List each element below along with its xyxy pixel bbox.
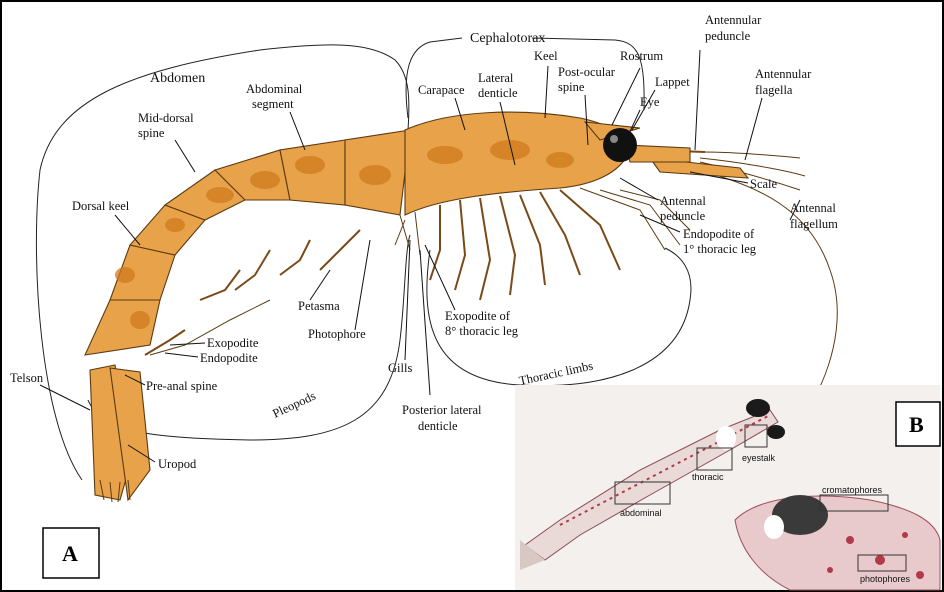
- lappet-label: Lappet: [655, 75, 690, 89]
- eyestalk-label: eyestalk: [742, 453, 776, 463]
- carapace-label: Carapace: [418, 83, 465, 97]
- pleopods-label: Pleopods: [270, 389, 318, 421]
- svg-text:segment: segment: [252, 97, 294, 111]
- antennal-peduncle-label: Antennal: [660, 194, 706, 208]
- abdominal-segment-label: Abdominal: [246, 82, 303, 96]
- svg-text:denticle: denticle: [478, 86, 518, 100]
- thoracic-legs-shapes: [395, 188, 690, 300]
- abdomen-label: Abdomen: [150, 71, 205, 86]
- svg-text:1° thoracic leg: 1° thoracic leg: [683, 242, 757, 256]
- pre-anal-spine-label: Pre-anal spine: [146, 379, 218, 393]
- svg-text:spine: spine: [558, 80, 585, 94]
- svg-text:denticle: denticle: [418, 419, 458, 433]
- eye-shape: [603, 128, 637, 162]
- svg-text:8° thoracic leg: 8° thoracic leg: [445, 324, 519, 338]
- rostrum-label: Rostrum: [620, 49, 663, 63]
- posterior-lateral-denticle-label: Posterior lateral: [402, 403, 482, 417]
- post-ocular-spine-label: Post-ocular: [558, 65, 616, 79]
- eye-label: Eye: [640, 95, 660, 109]
- uropod-label: Uropod: [158, 457, 197, 471]
- gills-label: Gills: [388, 361, 412, 375]
- antennular-flagella-label: Antennular: [755, 67, 812, 81]
- antennular-peduncle-label: Antennular: [705, 13, 762, 27]
- telson-label: Telson: [10, 371, 44, 385]
- mid-dorsal-spine-label: Mid-dorsal: [138, 111, 194, 125]
- photophore-label: Photophore: [308, 327, 366, 341]
- petasma-label: Petasma: [298, 299, 340, 313]
- abdominal-photo-label: abdominal: [620, 508, 662, 518]
- endopodite-thoracic-label: Endopodite of: [683, 227, 755, 241]
- keel-label: Keel: [534, 49, 558, 63]
- svg-text:peduncle: peduncle: [705, 29, 751, 43]
- antennal-flagellum-label: Antennal: [790, 201, 836, 215]
- exopodite-label: Exopodite: [207, 336, 259, 350]
- svg-text:peduncle: peduncle: [660, 209, 706, 223]
- panel-a-label: A: [62, 541, 78, 566]
- endopodite-label: Endopodite: [200, 351, 258, 365]
- svg-text:flagella: flagella: [755, 83, 793, 97]
- thoracic-photo-label: thoracic: [692, 472, 724, 482]
- exopodite-thoracic-label: Exopodite of: [445, 309, 511, 323]
- cephalotorax-label: Cephalotorax: [470, 31, 545, 46]
- panel-b-label: B: [909, 412, 924, 437]
- photophores-label: photophores: [860, 574, 911, 584]
- cromatophores-label: cromatophores: [822, 485, 883, 495]
- lateral-denticle-label: Lateral: [478, 71, 514, 85]
- scale-label: Scale: [750, 177, 778, 191]
- svg-text:flagellum: flagellum: [790, 217, 838, 231]
- dorsal-keel-label: Dorsal keel: [72, 199, 130, 213]
- svg-text:spine: spine: [138, 126, 165, 140]
